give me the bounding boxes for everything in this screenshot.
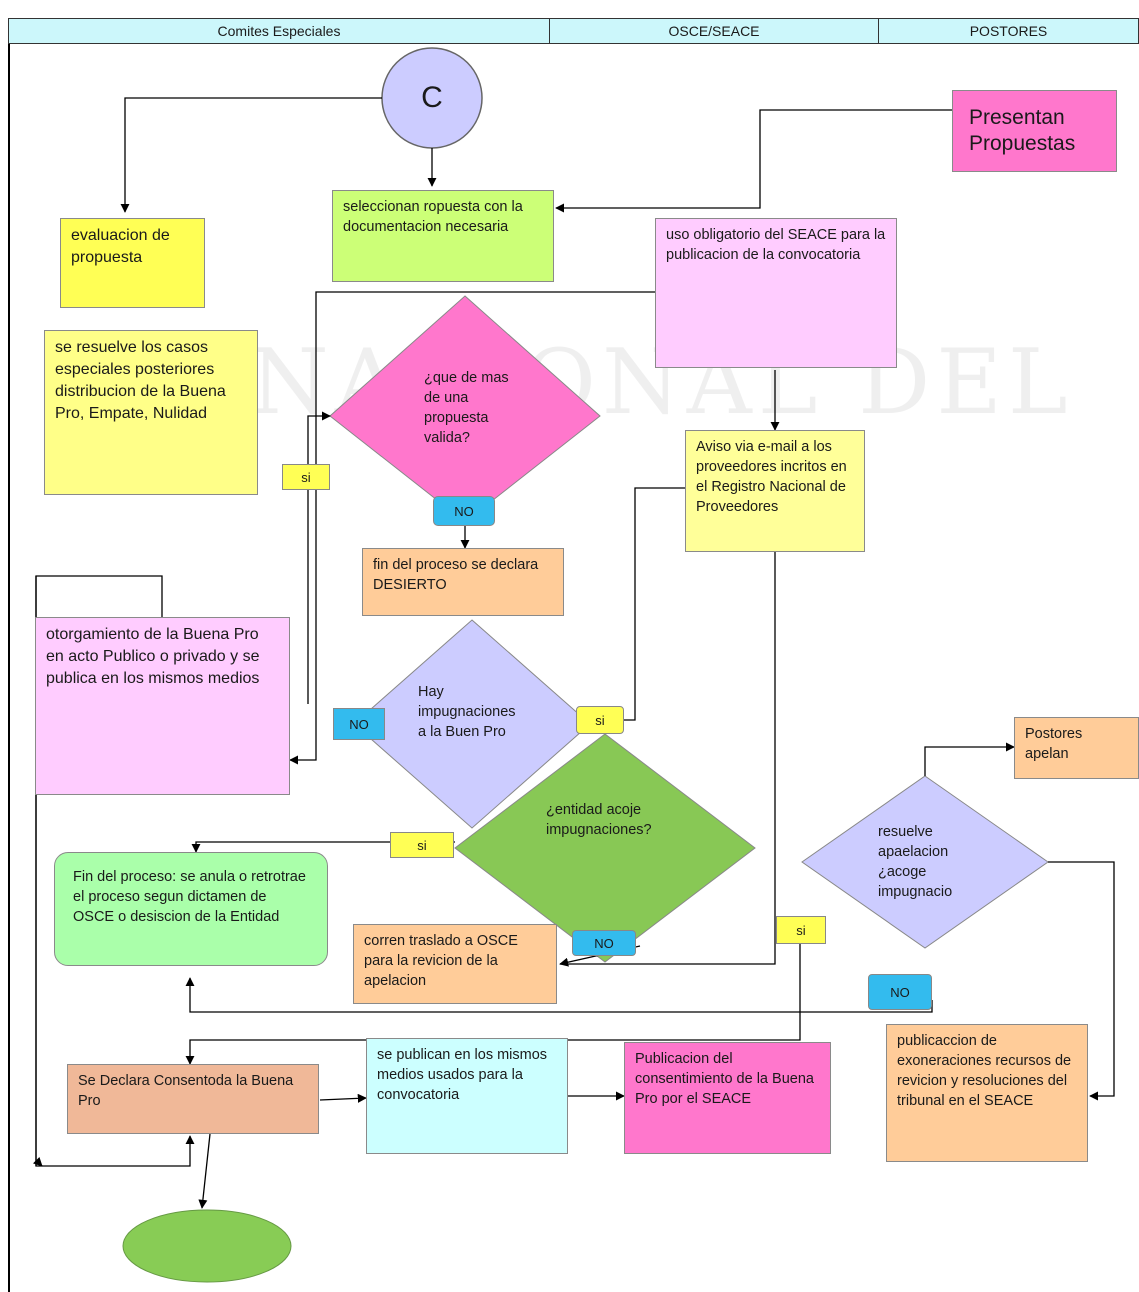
tag-no-3: NO [572, 930, 636, 956]
uso-seace-box: uso obligatorio del SEACE para la public… [655, 218, 897, 368]
aviso-to-corren-line [560, 552, 776, 965]
aviso-email-box: Aviso via e-mail a los proveedores incri… [685, 430, 865, 552]
consentida-to-end-line [198, 1133, 211, 1209]
lane-osce-seace: OSCE/SEACE [549, 18, 879, 44]
presentan-to-seleccionan-line [555, 109, 952, 213]
diagram-frame-left [8, 44, 10, 1292]
fin-desierto-box: fin del proceso se declara DESIERTO [362, 548, 564, 616]
loop-to-decision-line [307, 411, 331, 704]
publicaccion-box: publicaccion de exoneraciones recursos d… [886, 1024, 1088, 1162]
decision-entidad-shape [454, 733, 756, 963]
tag-no-1: NO [433, 496, 495, 526]
lane-postores: POSTORES [878, 18, 1139, 44]
tag-si-1: si [282, 464, 330, 490]
end-terminator [122, 1209, 292, 1283]
tag-si-3: si [390, 832, 454, 858]
se-publican-box: se publican en los mismos medios usados … [366, 1038, 568, 1154]
tag-no-2: NO [333, 708, 385, 740]
decision-apelacion-shape [801, 775, 1049, 949]
evaluacion-propuesta-box: evaluacion de propuesta [60, 218, 205, 308]
consentida-box: Se Declara Consentoda la Buena Pro [67, 1064, 319, 1134]
corren-traslado-box: corren traslado a OSCE para la revicion … [353, 924, 557, 1004]
decision-apelacion-label: resuelve apaelacion ¿acoge impugnacio [878, 824, 953, 900]
lane-comites-especiales: Comites Especiales [8, 18, 550, 44]
fin-anula-box: Fin del proceso: se anula o retrotrae el… [54, 852, 328, 966]
tag-no-4: NO [868, 974, 932, 1010]
decision-entidad-label: ¿entidad acoje impugnaciones? [546, 802, 652, 838]
consentida-to-publican-line [319, 1093, 367, 1103]
c-to-evaluacion-line [120, 97, 382, 213]
aviso-to-si-line [620, 487, 685, 721]
decision-impugnaciones-shape [353, 619, 591, 829]
entidad-si-to-fin-line [191, 841, 455, 853]
tag-si-4: si [776, 916, 826, 944]
apelacion-to-publicaccion-line [1048, 861, 1115, 1101]
connector-c-label: C [421, 81, 443, 114]
casos-especiales-box: se resuelve los casos especiales posteri… [44, 330, 258, 495]
postores-apelan-box: Postores apelan [1014, 717, 1139, 779]
presentan-propuestas-box: Presentan Propuestas [952, 90, 1117, 172]
publicacion-consentimiento-box: Publicacion del consentimiento de la Bue… [624, 1042, 831, 1154]
apelacion-to-postores-line [924, 742, 1015, 776]
decision-impugnaciones-label: Hay impugnaciones a la Buen Pro [418, 684, 516, 740]
otorgamiento-box: otorgamiento de la Buena Pro en acto Pub… [35, 617, 290, 795]
apelacion-no-line [185, 977, 933, 1013]
decision-mas-una-label: ¿que de mas de una propuesta valida? [424, 370, 509, 446]
uso-to-decision-line [289, 291, 655, 765]
seleccionan-propuesta-box: seleccionan ropuesta con la documentacio… [332, 190, 554, 282]
tag-si-2: si [576, 706, 624, 734]
loop-left-arrow [32, 1156, 43, 1167]
